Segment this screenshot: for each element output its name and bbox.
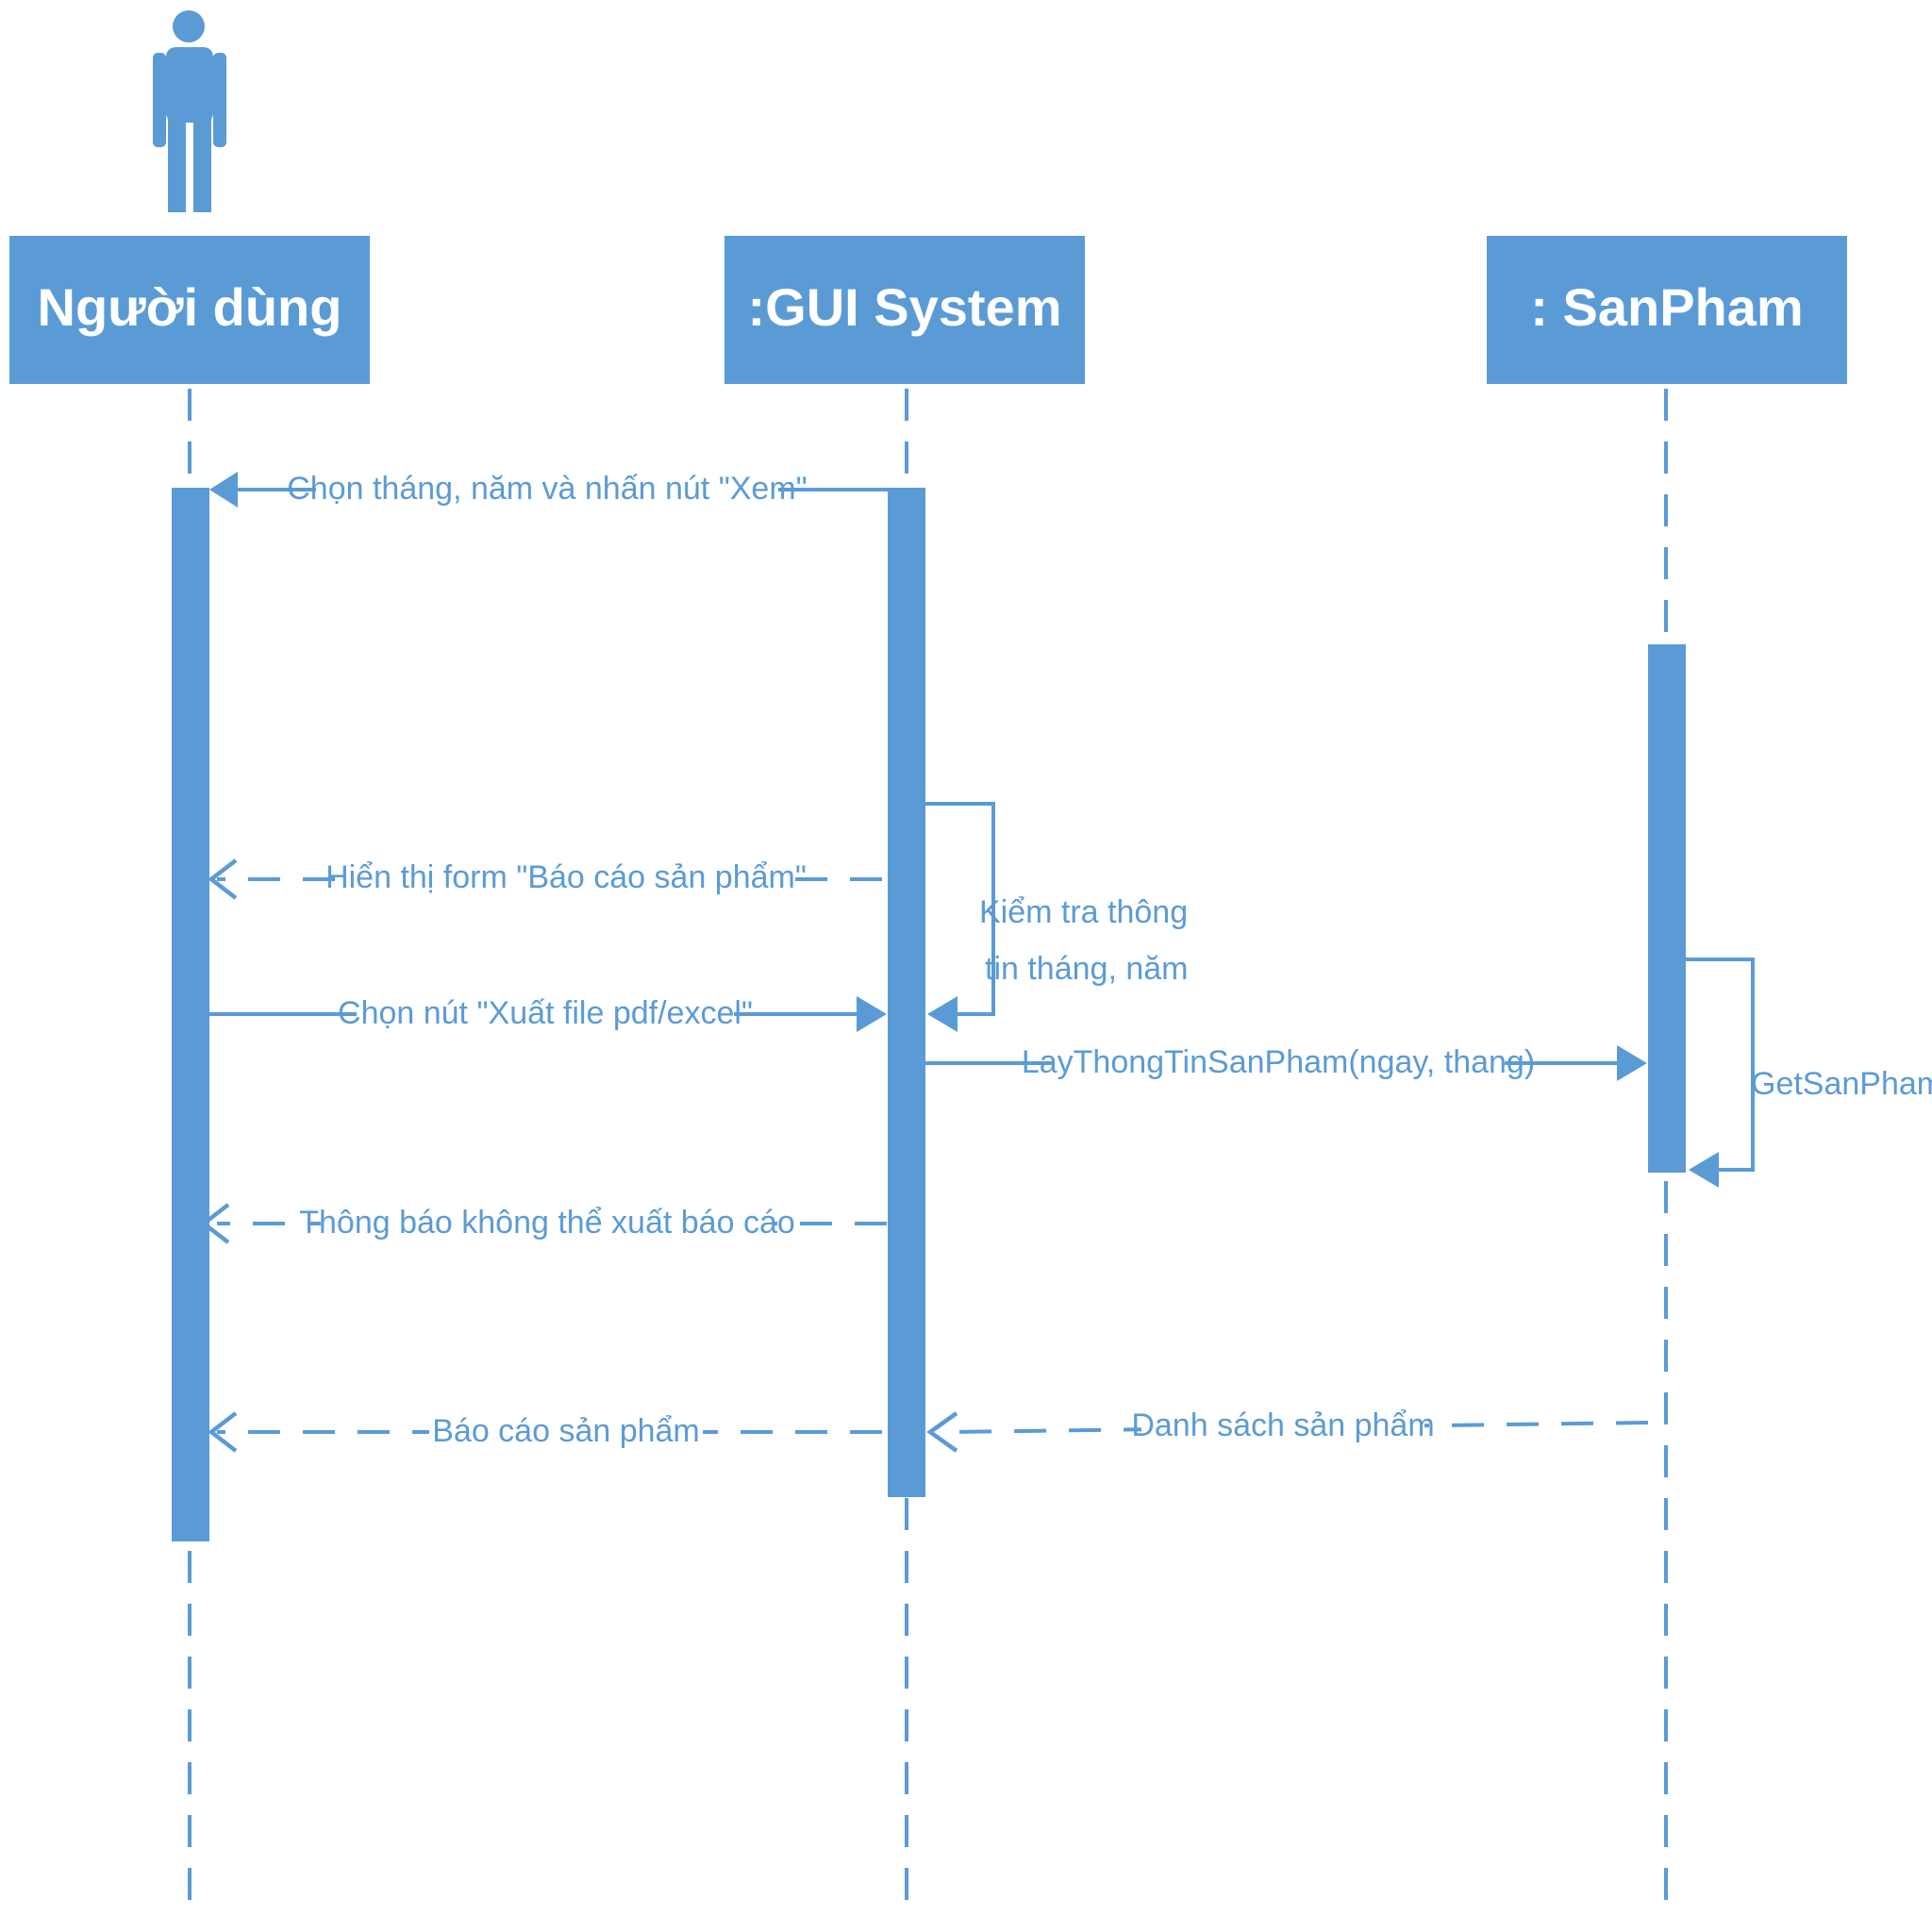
self-message-label: GetSanPham() [1751,1066,1932,1102]
participant-label-user: Người dùng [38,277,342,337]
open-arrow-head-icon [200,1203,230,1244]
participant-label-gui: :GUI System [748,277,1062,337]
message-m1: Chọn tháng, năm và nhấn nút "Xem" [209,466,888,509]
self-message-s2: GetSanPham() [1686,958,1932,1188]
self-message-s1: Kiểm tra thông tin tháng, năm [925,802,1188,1032]
arrow-head-icon [209,472,238,508]
arrow-head-icon [927,996,958,1032]
open-arrow-head-icon [926,1411,958,1453]
activation-bar-sanpham [1648,644,1686,1173]
message-label: Chọn nút "Xuất file pdf/excel" [338,995,753,1031]
arrow-head-icon [1689,1152,1719,1188]
self-message-label-line2: tin tháng, năm [985,951,1188,987]
message-label: Báo cáo sản phẩm [432,1413,700,1449]
message-label: Hiển thị form "Báo cáo sản phẩm" [325,859,807,895]
message-label: LayThongTinSanPham(ngay, thang) [1022,1044,1535,1080]
open-arrow-head-icon [208,858,238,900]
actor-icon [153,10,226,212]
self-message-label-line1: Kiểm tra thông [979,894,1188,930]
activation-bar-user [172,488,209,1541]
arrow-head-icon [857,996,887,1032]
participant-box-sanpham: : SanPham [1487,236,1847,384]
arrow-head-icon [1617,1045,1647,1081]
message-m4: LayThongTinSanPham(ngay, thang) [925,1040,1647,1083]
message-m5: Thông báo không thể xuất báo cáo [200,1200,887,1244]
message-label: Thông báo không thể xuất báo cáo [299,1205,795,1241]
message-label: Chọn tháng, năm và nhấn nút "Xem" [287,471,808,507]
message-m2: Hiển thị form "Báo cáo sản phẩm" [208,855,882,900]
participant-label-sanpham: : SanPham [1530,277,1803,337]
activation-bar-gui [888,488,925,1497]
message-m3: Chọn nút "Xuất file pdf/excel" [209,991,887,1034]
message-m7: Danh sách sản phẩm [926,1404,1649,1453]
participant-box-gui: :GUI System [724,236,1085,384]
message-label: Danh sách sản phẩm [1131,1407,1434,1443]
participant-box-user: Người dùng [9,236,370,384]
open-arrow-head-icon [208,1411,238,1453]
message-m6: Báo cáo sản phẩm [208,1408,882,1453]
